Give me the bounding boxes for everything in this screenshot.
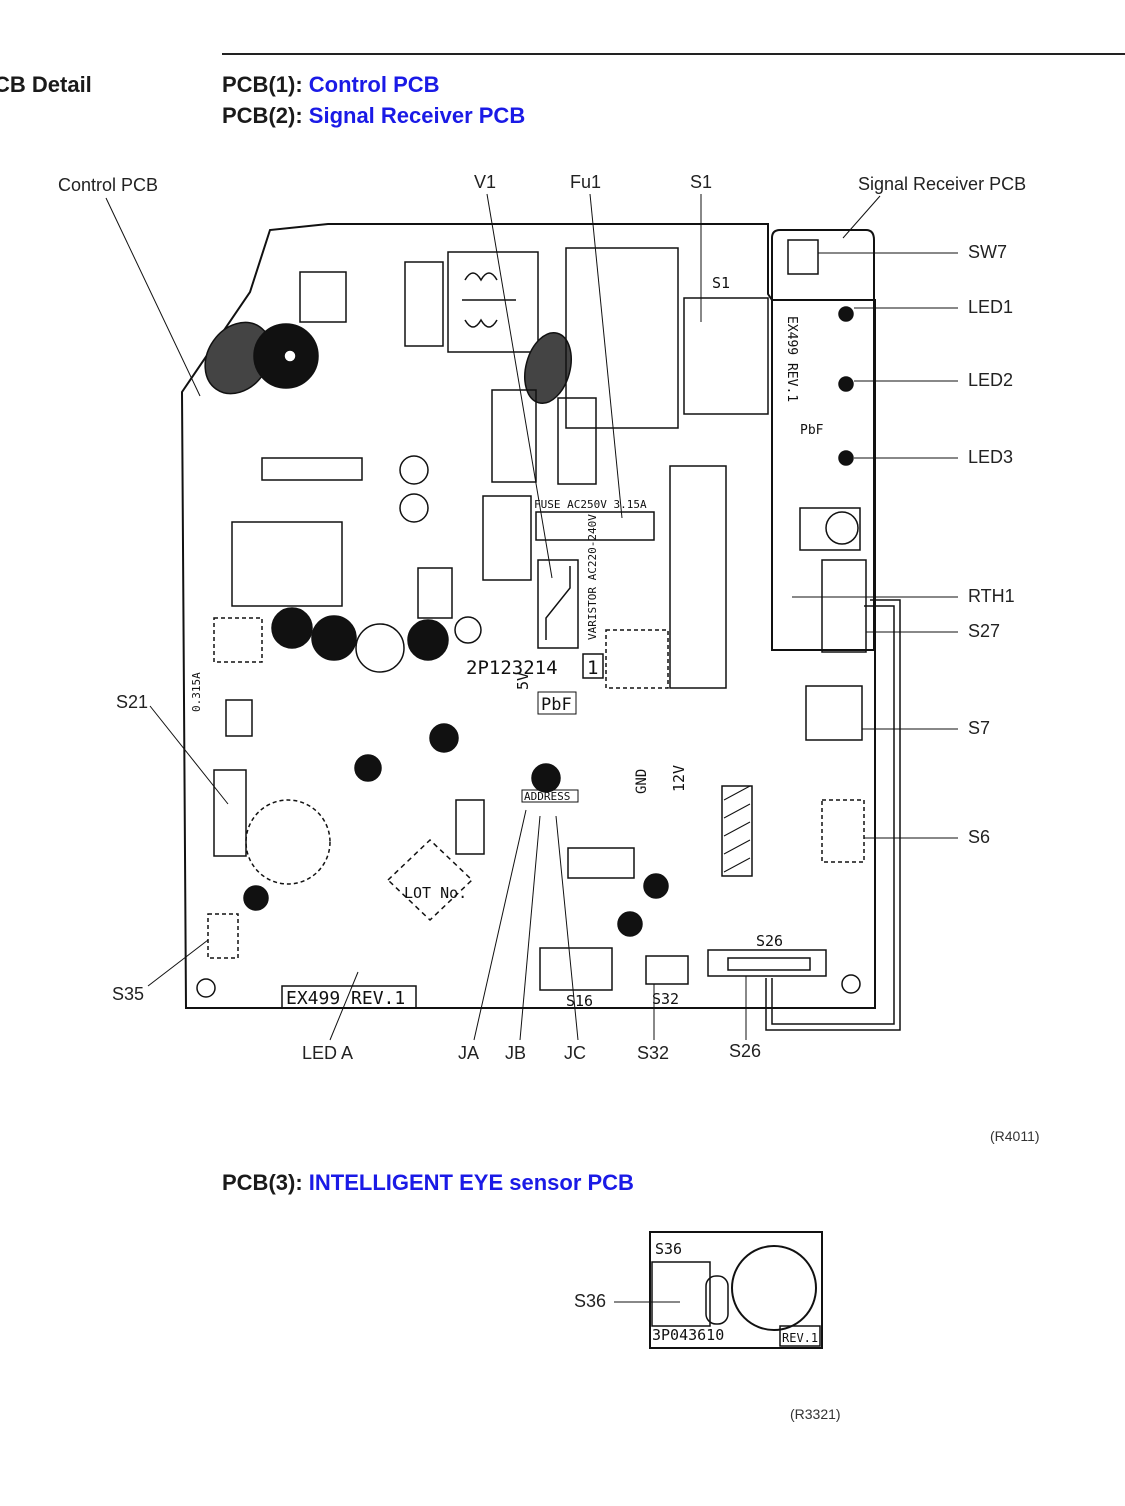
- rev-index-mark: 1: [587, 657, 598, 679]
- callout-s36: S36: [574, 1291, 607, 1311]
- components: [204, 239, 867, 991]
- fuse-mark: FUSE AC250V 3.15A: [534, 498, 647, 511]
- eye-sensor-board: [649, 1231, 823, 1349]
- callout-jc: JC: [564, 1043, 586, 1063]
- top-rule: [222, 53, 1125, 55]
- board-rev-mark: EX499 REV.1: [286, 988, 405, 1009]
- control-board-outline: [180, 223, 876, 1009]
- header-pcb3: PCB(3): INTELLIGENT EYE sensor PCB: [222, 1170, 634, 1196]
- pbf-mark: PbF: [541, 695, 572, 715]
- callout-control-pcb: Control PCB: [58, 175, 159, 195]
- signal-receiver-board-outline: [771, 229, 875, 651]
- callout-s6: S6: [968, 827, 991, 847]
- figure-ref-r3321: (R3321): [790, 1406, 841, 1422]
- callout-led1: LED1: [968, 297, 1014, 317]
- eye-part-mark: 3P043610: [652, 1326, 724, 1344]
- pbf-mark-2: PbF: [800, 423, 824, 438]
- header-pcb2-prefix: PCB(2):: [222, 103, 309, 128]
- header-pcb3-prefix: PCB(3):: [222, 1170, 309, 1195]
- callout-fu1: Fu1: [570, 172, 602, 192]
- callout-sw7: SW7: [968, 242, 1008, 262]
- callout-s21: S21: [116, 692, 149, 712]
- callout-ja: JA: [458, 1043, 480, 1063]
- s26-board-mark: S26: [756, 932, 783, 950]
- s32-board-mark: S32: [652, 990, 679, 1008]
- address-mark: ADDRESS: [524, 790, 570, 803]
- callout-s7: S7: [968, 718, 991, 738]
- callout-s1: S1: [690, 172, 713, 192]
- header-pcb1-prefix: PCB(1):: [222, 72, 309, 97]
- callout-s32: S32: [637, 1043, 670, 1063]
- sig-rev-mark: EX499 REV.1: [784, 316, 799, 402]
- header-pcb3-name: INTELLIGENT EYE sensor PCB: [308, 1170, 634, 1195]
- s16-board-mark: S16: [566, 992, 593, 1010]
- receiver-cable: [765, 599, 901, 1031]
- callout-led3: LED3: [968, 447, 1014, 467]
- part-number-mark: 2P123214: [466, 657, 558, 679]
- callout-s27: S27: [968, 621, 1001, 641]
- callout-v1: V1: [474, 172, 497, 192]
- callout-led-a: LED A: [302, 1043, 354, 1063]
- callout-s26: S26: [729, 1041, 762, 1061]
- varistor-mark: VARISTOR AC220-240V: [586, 514, 599, 640]
- callout-signal-receiver-pcb: Signal Receiver PCB: [858, 174, 1027, 194]
- callout-led2: LED2: [968, 370, 1014, 390]
- callout-jb: JB: [505, 1043, 527, 1063]
- leader-lines: [105, 193, 958, 1303]
- header-pcb1-name: Control PCB: [308, 72, 440, 97]
- s36-board-mark: S36: [655, 1240, 682, 1258]
- header-pcb2: PCB(2): Signal Receiver PCB: [222, 103, 525, 129]
- s1-board-mark: S1: [712, 274, 730, 292]
- callout-rth1: RTH1: [968, 586, 1015, 606]
- gnd-mark: GND: [634, 769, 650, 794]
- figure-ref-r4011: (R4011): [990, 1128, 1040, 1144]
- header-pcb2-name: Signal Receiver PCB: [308, 103, 526, 128]
- callout-s35: S35: [112, 984, 145, 1004]
- section-title: CB Detail: [0, 72, 92, 97]
- eye-rev-mark: REV.1: [782, 1331, 818, 1345]
- v5-mark: 5V: [514, 672, 532, 690]
- v12-mark: 12V: [670, 765, 688, 792]
- header-pcb1: PCB(1): Control PCB: [222, 72, 440, 98]
- fuse-rating-mark: 0.315A: [190, 672, 203, 712]
- lot-mark: LOT No.: [404, 884, 467, 902]
- board-markings: 2P123214 1 EX499 REV.1 LOT No. FUSE AC25…: [190, 274, 824, 1010]
